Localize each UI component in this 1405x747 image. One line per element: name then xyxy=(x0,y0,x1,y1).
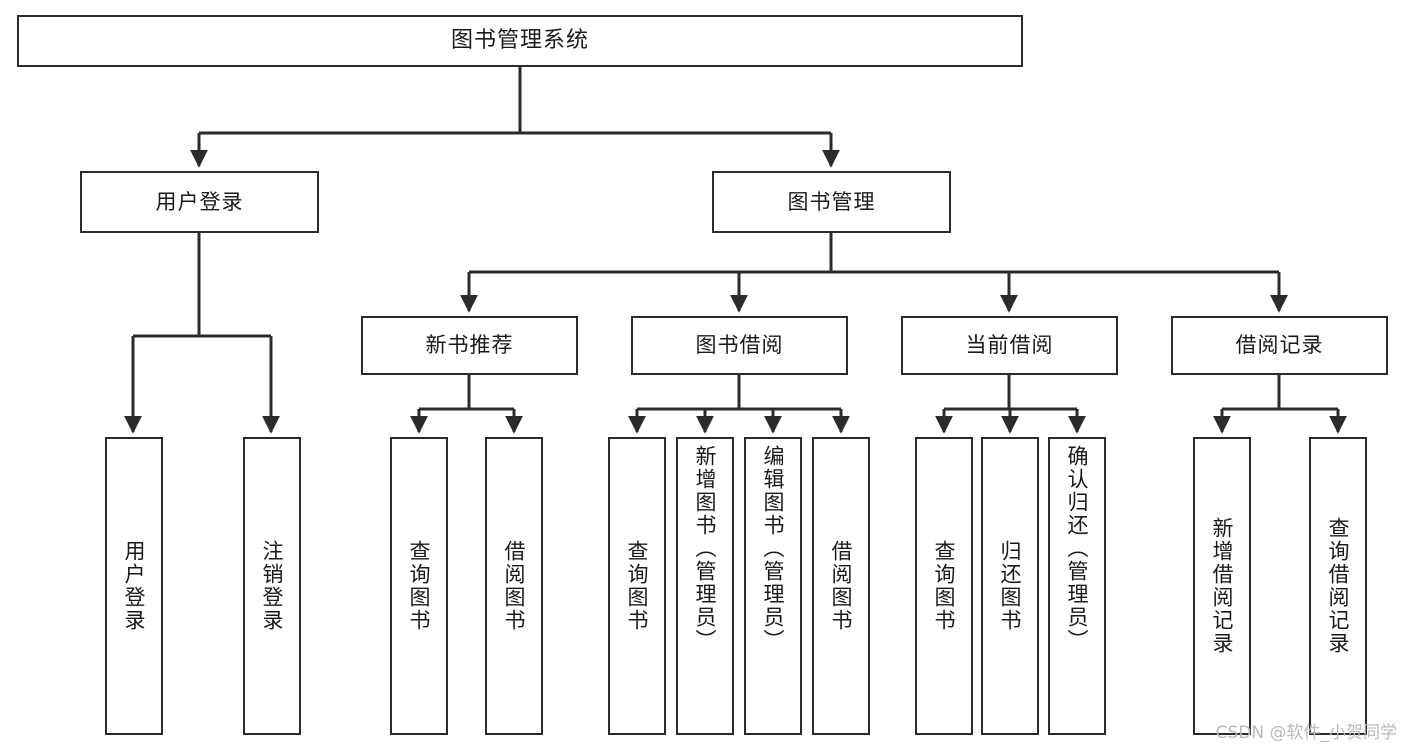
node-label: 查询图书 xyxy=(407,540,432,632)
node-label: 查询借阅记录 xyxy=(1326,517,1351,655)
node-label: 当前借阅 xyxy=(965,333,1054,358)
leaf-user-login-sign-out[interactable]: 注销登录 xyxy=(243,437,301,735)
node-user-login[interactable]: 用户登录 xyxy=(80,171,319,233)
node-label: 新书推荐 xyxy=(425,333,514,358)
leaf-borrow-add-book-admin[interactable]: 新增图书（管理员） xyxy=(676,437,734,735)
node-label: 编辑图书（管理员） xyxy=(761,445,786,652)
node-book-borrow[interactable]: 图书借阅 xyxy=(631,316,848,375)
node-label: 注销登录 xyxy=(260,540,285,632)
node-label: 图书管理 xyxy=(787,189,876,214)
leaf-new-book-query[interactable]: 查询图书 xyxy=(390,437,448,735)
node-label: 新增借阅记录 xyxy=(1210,517,1235,655)
node-new-book-recommend[interactable]: 新书推荐 xyxy=(361,316,578,375)
node-label: 图书管理系统 xyxy=(450,28,589,54)
node-label: 查询图书 xyxy=(932,540,957,632)
node-label: 用户登录 xyxy=(122,540,147,632)
leaf-new-book-borrow[interactable]: 借阅图书 xyxy=(485,437,543,735)
node-label: 新增图书（管理员） xyxy=(693,445,718,652)
leaf-borrow-borrow-book[interactable]: 借阅图书 xyxy=(812,437,870,735)
leaf-current-query-book[interactable]: 查询图书 xyxy=(915,437,973,735)
node-label: 图书借阅 xyxy=(695,333,784,358)
node-current-borrow[interactable]: 当前借阅 xyxy=(901,316,1118,375)
leaf-current-return-book[interactable]: 归还图书 xyxy=(981,437,1039,735)
node-label: 查询图书 xyxy=(625,540,650,632)
node-label: 借阅图书 xyxy=(829,540,854,632)
node-borrow-record[interactable]: 借阅记录 xyxy=(1171,316,1388,375)
node-label: 确认归还（管理员） xyxy=(1065,445,1090,652)
node-book-management[interactable]: 图书管理 xyxy=(712,171,951,233)
csdn-watermark: CSDN @软件_小贺同学 xyxy=(1215,723,1397,743)
leaf-borrow-query-book[interactable]: 查询图书 xyxy=(608,437,666,735)
node-label: 借阅图书 xyxy=(502,540,527,632)
leaf-current-confirm-return-admin[interactable]: 确认归还（管理员） xyxy=(1048,437,1106,735)
node-label: 用户登录 xyxy=(155,189,244,214)
leaf-borrow-edit-book-admin[interactable]: 编辑图书（管理员） xyxy=(744,437,802,735)
node-label: 借阅记录 xyxy=(1235,333,1324,358)
leaf-record-add-record[interactable]: 新增借阅记录 xyxy=(1193,437,1251,735)
leaf-user-login-sign-in[interactable]: 用户登录 xyxy=(105,437,163,735)
leaf-record-query-record[interactable]: 查询借阅记录 xyxy=(1309,437,1367,735)
node-root-library-system[interactable]: 图书管理系统 xyxy=(17,15,1023,67)
node-label: 归还图书 xyxy=(998,540,1023,632)
